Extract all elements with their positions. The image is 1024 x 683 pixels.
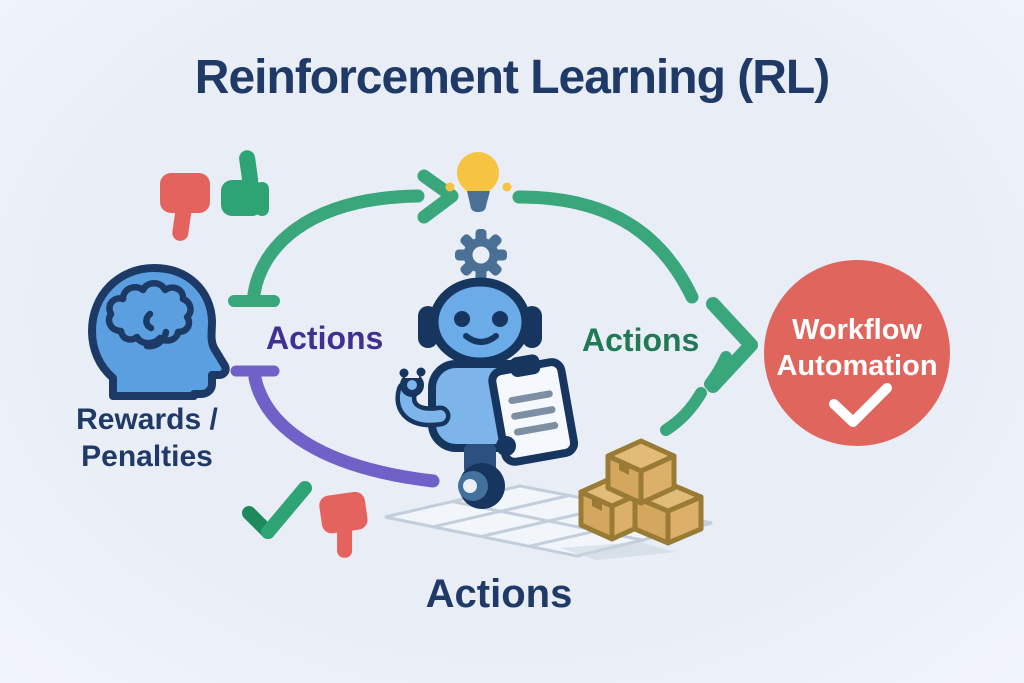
page-title: Reinforcement Learning (RL) bbox=[194, 51, 830, 104]
actions-label-left: Actions bbox=[266, 320, 384, 356]
boxes-shadow bbox=[560, 542, 676, 560]
workflow-line: Workflow bbox=[792, 314, 922, 346]
clipboard-icon bbox=[488, 354, 579, 466]
box-top bbox=[605, 438, 677, 506]
workflow-automation-label: Workflow Automation bbox=[757, 312, 957, 384]
automation-line: Automation bbox=[776, 350, 938, 382]
rewards-penalties-label: Rewards / Penalties bbox=[47, 401, 247, 475]
actions-label-right: Actions bbox=[582, 322, 700, 358]
penalties-line: Penalties bbox=[81, 440, 213, 473]
check-icon bbox=[242, 481, 312, 539]
gear-icon bbox=[455, 229, 507, 281]
robot-icon bbox=[395, 277, 579, 509]
claw-hand bbox=[399, 366, 426, 397]
brain-head-icon bbox=[88, 264, 230, 400]
thumbs-down-icon bbox=[319, 491, 368, 558]
thumbs-up-icon bbox=[221, 150, 269, 216]
actions-label-bottom: Actions bbox=[425, 572, 573, 616]
thumbs-down-icon bbox=[160, 173, 210, 241]
agent-to-workflow-arrow bbox=[512, 190, 758, 436]
agent-to-rewards-arrow bbox=[230, 365, 440, 488]
workflow-automation-node bbox=[764, 260, 950, 446]
box-right bbox=[632, 480, 704, 546]
lightbulb-icon bbox=[445, 152, 512, 212]
rewards-line: Rewards / bbox=[76, 403, 218, 436]
cardboard-boxes-icon bbox=[578, 438, 704, 546]
checkmark-icon bbox=[829, 383, 892, 427]
rewards-to-agent-arrow bbox=[228, 169, 459, 307]
